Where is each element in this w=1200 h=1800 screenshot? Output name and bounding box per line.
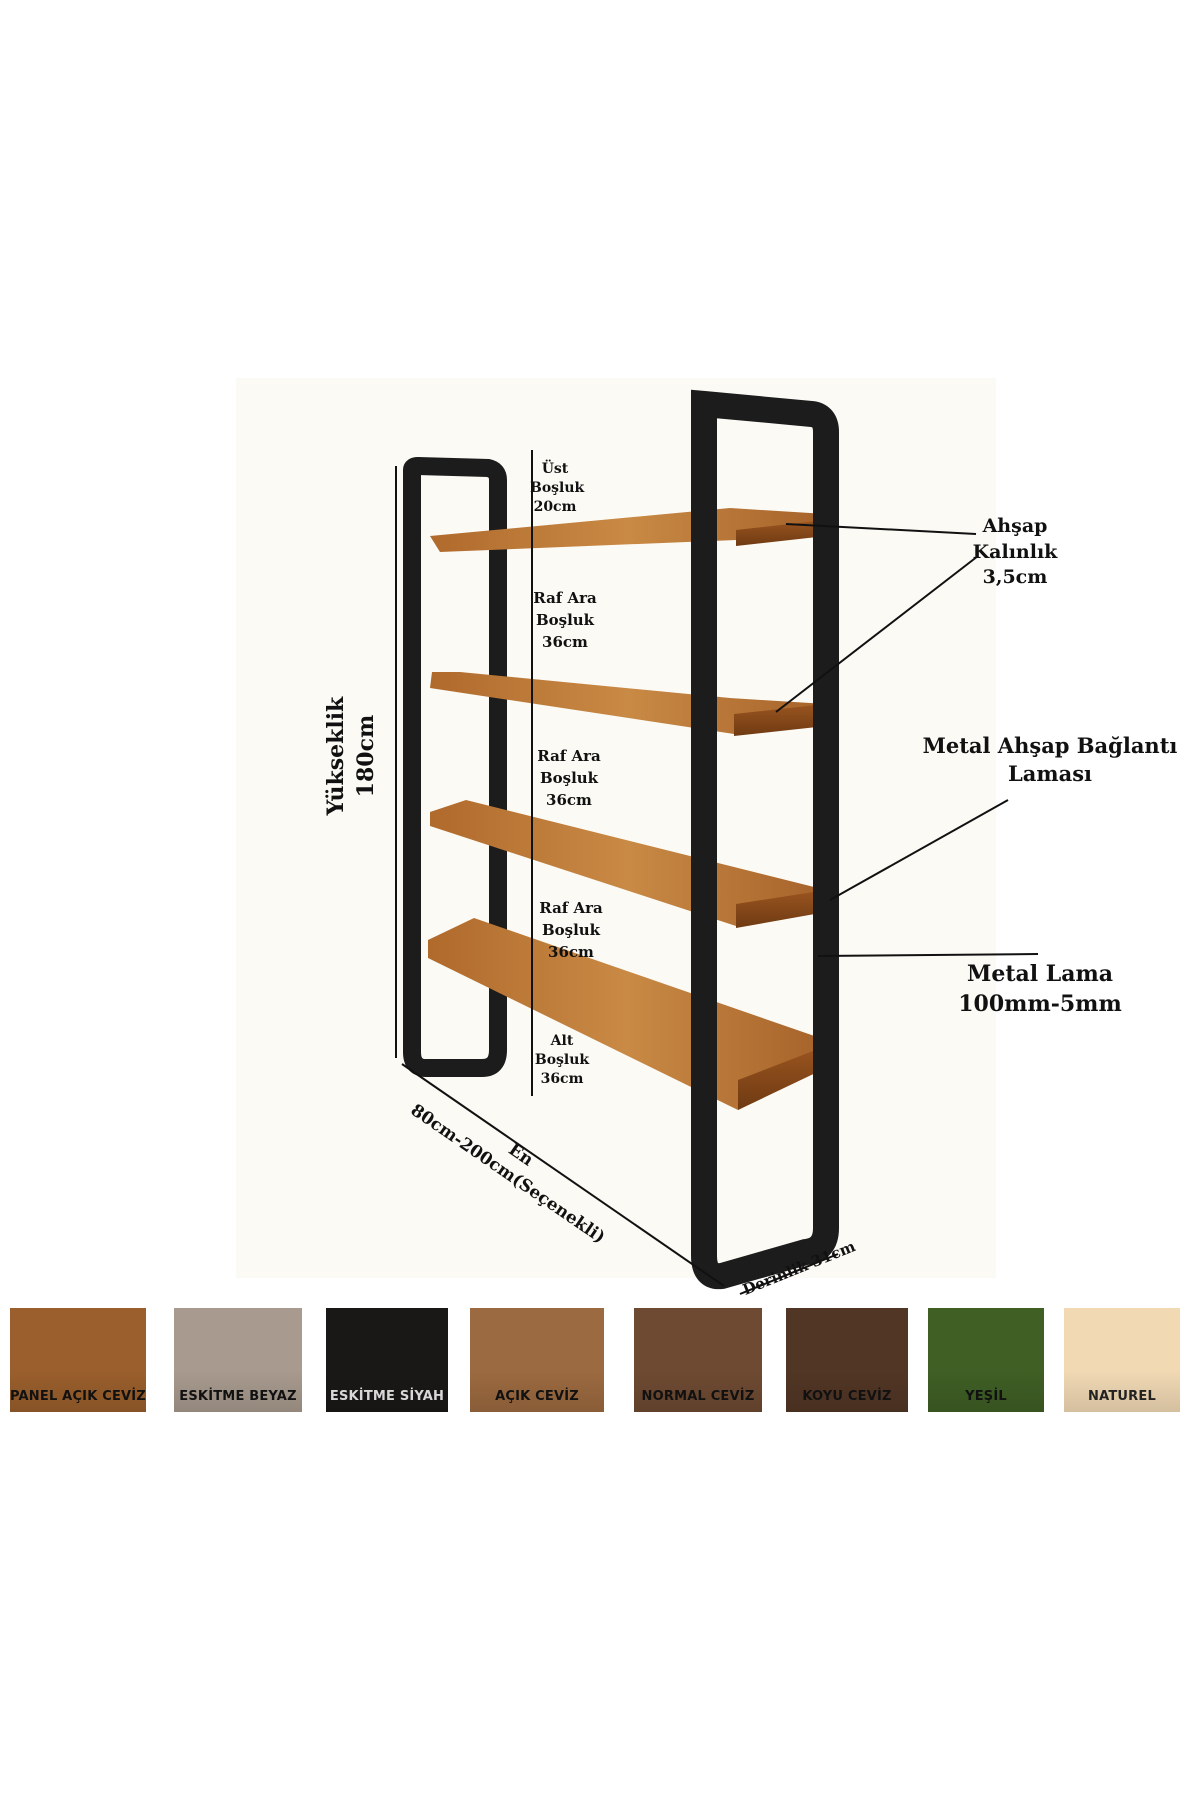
swatch-label: ESKİTME BEYAZ (179, 1389, 297, 1404)
swatch-koyu-ceviz[interactable]: KOYU CEVİZ (786, 1308, 908, 1412)
swatch-eskitme-beyaz[interactable]: ESKİTME BEYAZ (174, 1308, 302, 1412)
swatch-label: NORMAL CEVİZ (641, 1389, 755, 1404)
depth-dimension-line (739, 1253, 839, 1295)
swatch-label: ESKİTME SİYAH (329, 1389, 445, 1404)
thickness-pointer-2 (775, 555, 979, 713)
swatch-label: KOYU CEVİZ (802, 1389, 892, 1404)
swatch-label: PANEL AÇIK CEVİZ (10, 1389, 146, 1404)
swatch-panel-acik-ceviz[interactable]: PANEL AÇIK CEVİZ (10, 1308, 146, 1412)
thickness-pointer-1 (785, 523, 977, 535)
swatch-normal-ceviz[interactable]: NORMAL CEVİZ (634, 1308, 762, 1412)
metal-strip-label: Metal Lama 100mm-5mm (958, 961, 1122, 1017)
gap2-label: Raf Ara Boşluk 36cm (537, 747, 601, 809)
connector-pointer (829, 799, 1009, 901)
metal-strip-pointer (817, 953, 1039, 957)
swatch-yesil[interactable]: YEŞİL (928, 1308, 1044, 1412)
swatch-label: AÇIK CEVİZ (495, 1389, 579, 1404)
height-label: Yükseklik 180cm (323, 696, 379, 816)
background-panel (236, 378, 996, 1278)
swatch-eskitme-siyah[interactable]: ESKİTME SİYAH (326, 1308, 448, 1412)
swatch-naturel[interactable]: NATUREL (1064, 1308, 1180, 1412)
connector-label: Metal Ahşap Bağlantı Laması (922, 733, 1178, 787)
gap1-label: Raf Ara Boşluk 36cm (533, 589, 597, 651)
top-gap-label: Üst Boşluk 20cm (530, 461, 585, 515)
front-metal-frame (691, 389, 839, 1290)
shelf-4 (428, 918, 826, 1110)
swatch-label: YEŞİL (965, 1389, 1007, 1404)
shelf-1 (430, 508, 826, 552)
swatch-acik-ceviz[interactable]: AÇIK CEVİZ (470, 1308, 604, 1412)
shelf-3 (430, 800, 826, 928)
wood-thickness-label: Ahşap Kalınlık 3,5cm (972, 515, 1058, 589)
width-dimension-line (401, 1063, 725, 1287)
shelf-2 (430, 672, 826, 736)
back-metal-frame (403, 456, 507, 1077)
bottom-gap-label: Alt Boşluk 36cm (534, 1033, 590, 1087)
swatch-label: NATUREL (1088, 1389, 1156, 1404)
gap3-label: Raf Ara Boşluk 36cm (539, 899, 603, 961)
